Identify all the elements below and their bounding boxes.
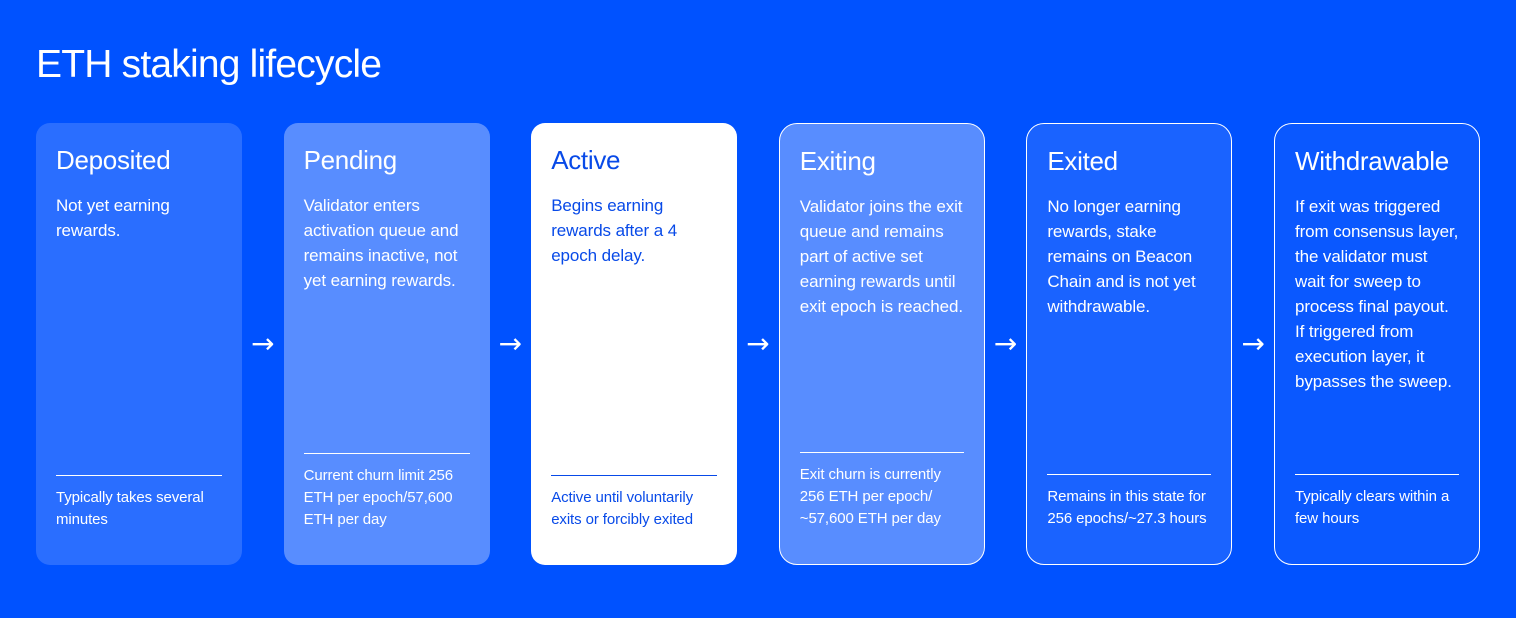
card-deposited-divider	[56, 474, 222, 476]
card-exiting-divider	[799, 451, 964, 453]
card-withdrawable-footer: Typically clears within a few hours	[1294, 487, 1450, 527]
card-exited-body: No longer earning rewards, stake remains…	[1047, 197, 1196, 317]
card-active-body: Begins earning rewards after a 4 epoch d…	[551, 196, 678, 266]
card-active: Active Begins earning rewards after a 4 …	[531, 122, 738, 565]
card-pending: Pending Validator enters activation queu…	[283, 122, 490, 565]
spacer	[551, 268, 717, 475]
right-arrow-icon: →	[993, 326, 1018, 360]
card-pending-footer: Current churn limit 256 ETH per epoch/57…	[303, 466, 454, 528]
card-pending-divider	[303, 452, 470, 454]
card-active-divider	[551, 474, 718, 476]
card-deposited-body: Not yet earning rewards.	[56, 196, 170, 241]
arrow-cell: →	[1232, 123, 1274, 565]
card-exited-footer: Remains in this state for 256 epochs/~27…	[1047, 487, 1207, 527]
spacer	[800, 319, 964, 452]
right-arrow-icon: →	[1241, 326, 1265, 360]
card-exiting-body: Validator joins the exit queue and remai…	[799, 197, 963, 317]
arrow-cell: →	[490, 123, 532, 565]
card-pending-title: Pending	[303, 144, 398, 175]
card-exited-title: Exited	[1047, 145, 1118, 176]
card-exiting-footer: Exit churn is currently 256 ETH per epoc…	[799, 465, 941, 527]
card-withdrawable-body: If exit was triggered from consensus lay…	[1294, 197, 1459, 392]
right-arrow-icon: →	[746, 326, 770, 360]
card-exited-divider	[1047, 473, 1212, 475]
spacer	[304, 293, 470, 453]
page-title: ETH staking lifecycle	[36, 43, 382, 86]
card-withdrawable: Withdrawable If exit was triggered from …	[1273, 122, 1480, 565]
card-active-title: Active	[551, 144, 621, 175]
arrow-cell: →	[985, 123, 1027, 565]
card-pending-body: Validator enters activation queue and re…	[303, 196, 459, 291]
spacer	[1295, 394, 1459, 474]
lifecycle-cards-row: Deposited Not yet earning rewards. Typic…	[36, 122, 1480, 565]
card-withdrawable-divider	[1294, 473, 1459, 475]
card-exited: Exited No longer earning rewards, stake …	[1026, 122, 1233, 565]
card-active-footer: Active until voluntarily exits or forcib…	[551, 488, 694, 528]
right-arrow-icon: →	[498, 326, 523, 360]
card-withdrawable-title: Withdrawable	[1294, 145, 1449, 176]
arrow-cell: →	[242, 123, 284, 565]
spacer	[1047, 319, 1211, 474]
card-deposited: Deposited Not yet earning rewards. Typic…	[36, 122, 242, 565]
right-arrow-icon: →	[251, 326, 275, 360]
card-exiting-title: Exiting	[799, 145, 876, 176]
card-deposited-title: Deposited	[56, 144, 171, 175]
card-exiting: Exiting Validator joins the exit queue a…	[778, 122, 985, 565]
arrow-cell: →	[737, 123, 779, 565]
spacer	[56, 243, 222, 475]
card-deposited-footer: Typically takes several minutes	[56, 488, 204, 528]
